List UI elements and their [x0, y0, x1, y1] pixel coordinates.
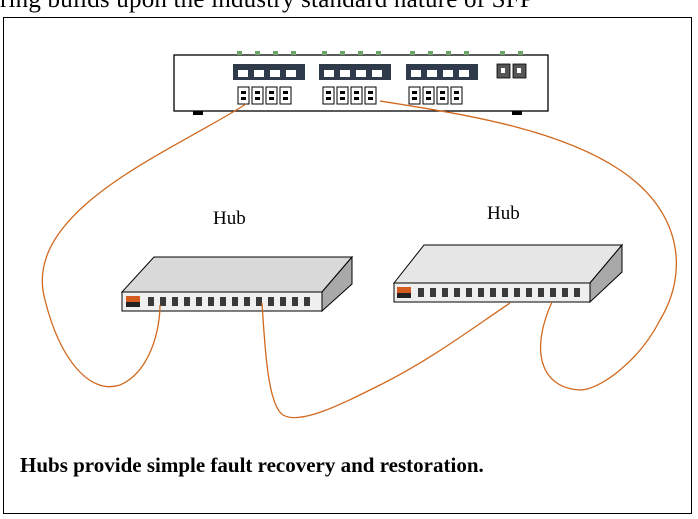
- left-hub-label: Hub: [213, 208, 246, 229]
- fiber-cables: [41, 100, 678, 419]
- switch-rj-ports: [233, 64, 478, 80]
- switch-sfp-ports: [237, 86, 463, 105]
- left-hub: [120, 255, 354, 313]
- right-hub: [392, 243, 624, 304]
- right-hub-label: Hub: [487, 203, 520, 224]
- cable-left-hub-to-right-hub: [261, 302, 511, 419]
- diagram-caption: Hubs provide simple fault recovery and r…: [20, 453, 484, 477]
- header-text-fragment: ring builds upon the industry standard n…: [0, 0, 698, 14]
- switch-leds: [237, 51, 523, 55]
- central-switch: [173, 51, 549, 115]
- switch-console-ports: [496, 63, 527, 79]
- cable-switch-to-right-hub: [379, 100, 678, 391]
- cable-switch-to-left-hub: [41, 103, 247, 388]
